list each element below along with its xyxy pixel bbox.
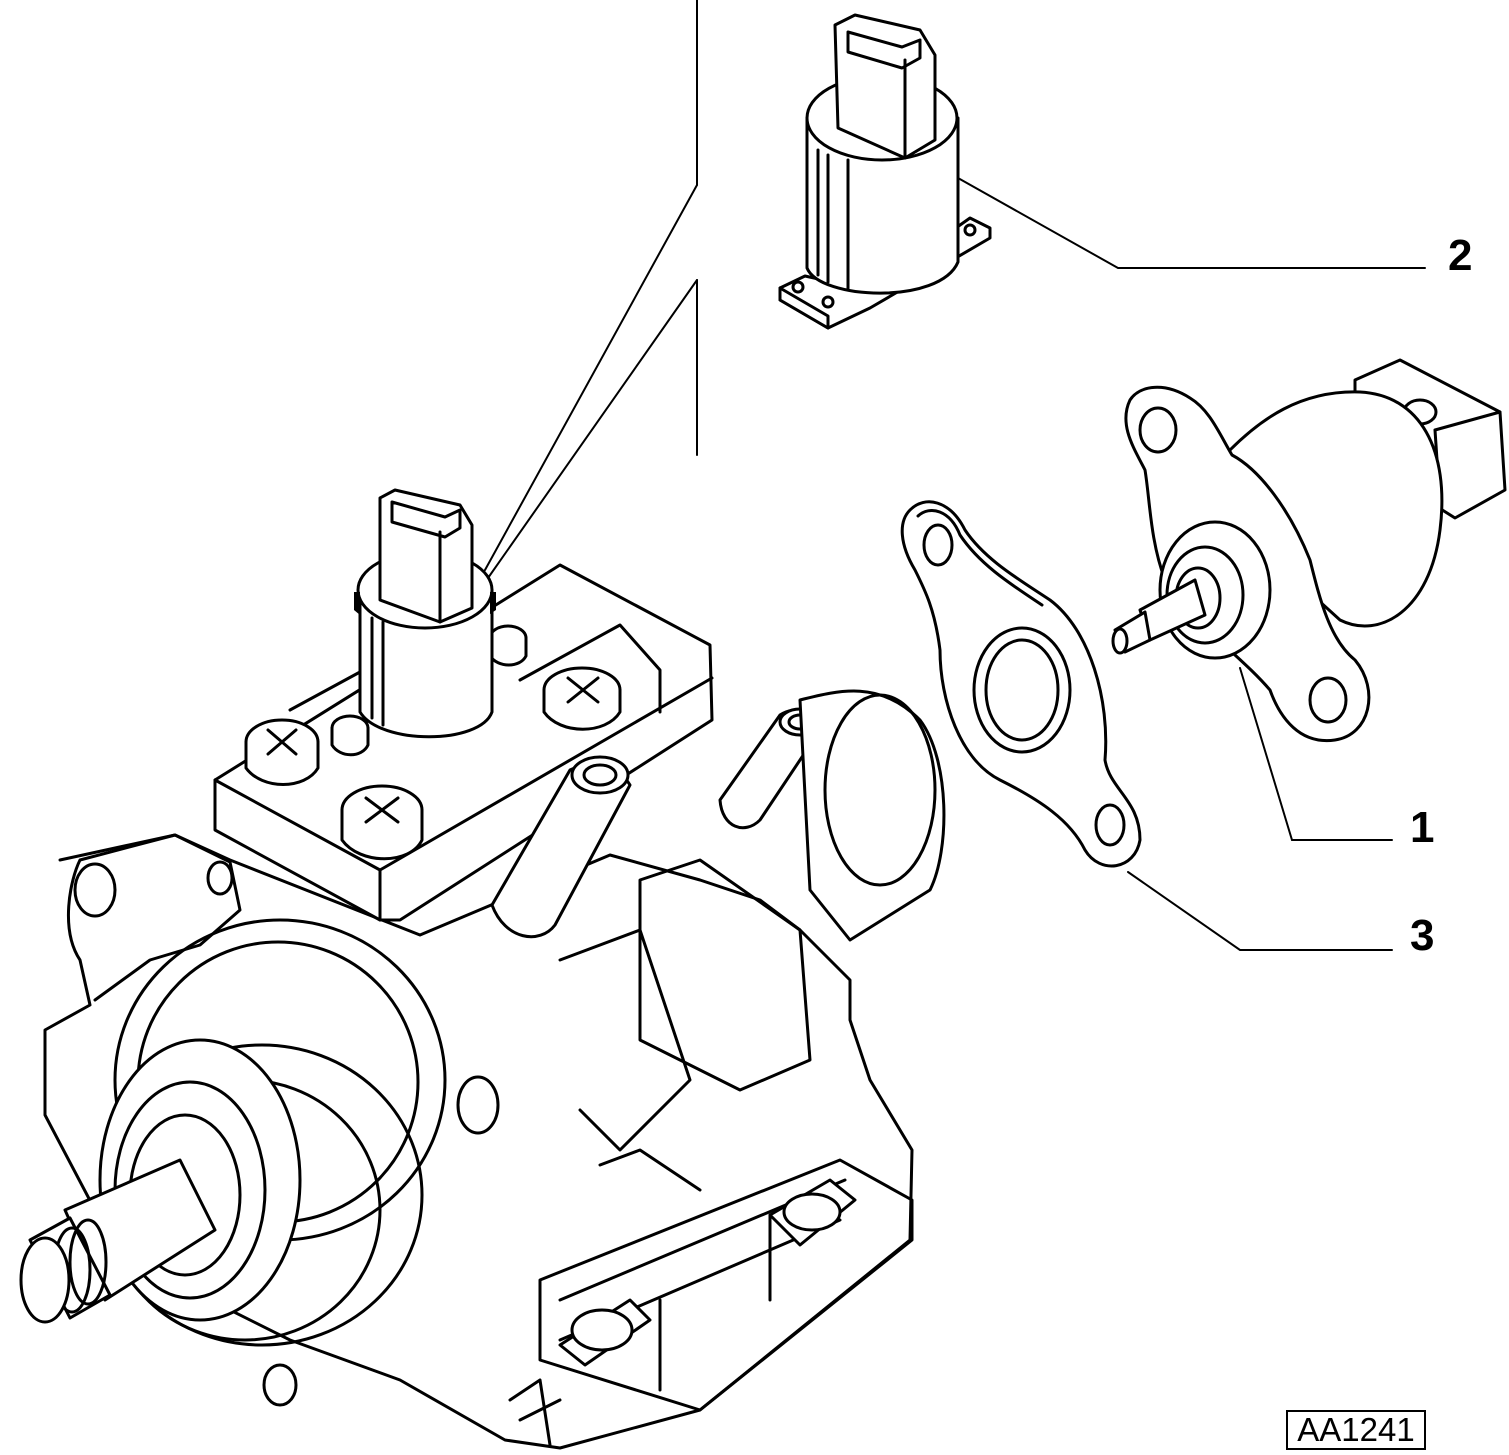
- callout-2: 2: [1448, 231, 1473, 280]
- leader-line-mid-diagonal: [487, 279, 698, 579]
- leader-line-2: [957, 177, 1426, 269]
- gasket-part-3: [900, 500, 1142, 868]
- pressure-sensor-part-2: [778, 13, 992, 330]
- leader-lines: [484, 0, 1426, 951]
- pressure-regulator-part-1: [1111, 358, 1507, 743]
- callout-1: 1: [1410, 803, 1435, 852]
- high-pressure-pump: [19, 488, 946, 1450]
- reference-code-box: AA1241: [1286, 1410, 1426, 1450]
- leader-line-top-diagonal: [484, 184, 698, 571]
- leader-line-1: [1239, 667, 1393, 841]
- callout-3: 3: [1410, 911, 1435, 960]
- leader-line-3: [1127, 871, 1393, 951]
